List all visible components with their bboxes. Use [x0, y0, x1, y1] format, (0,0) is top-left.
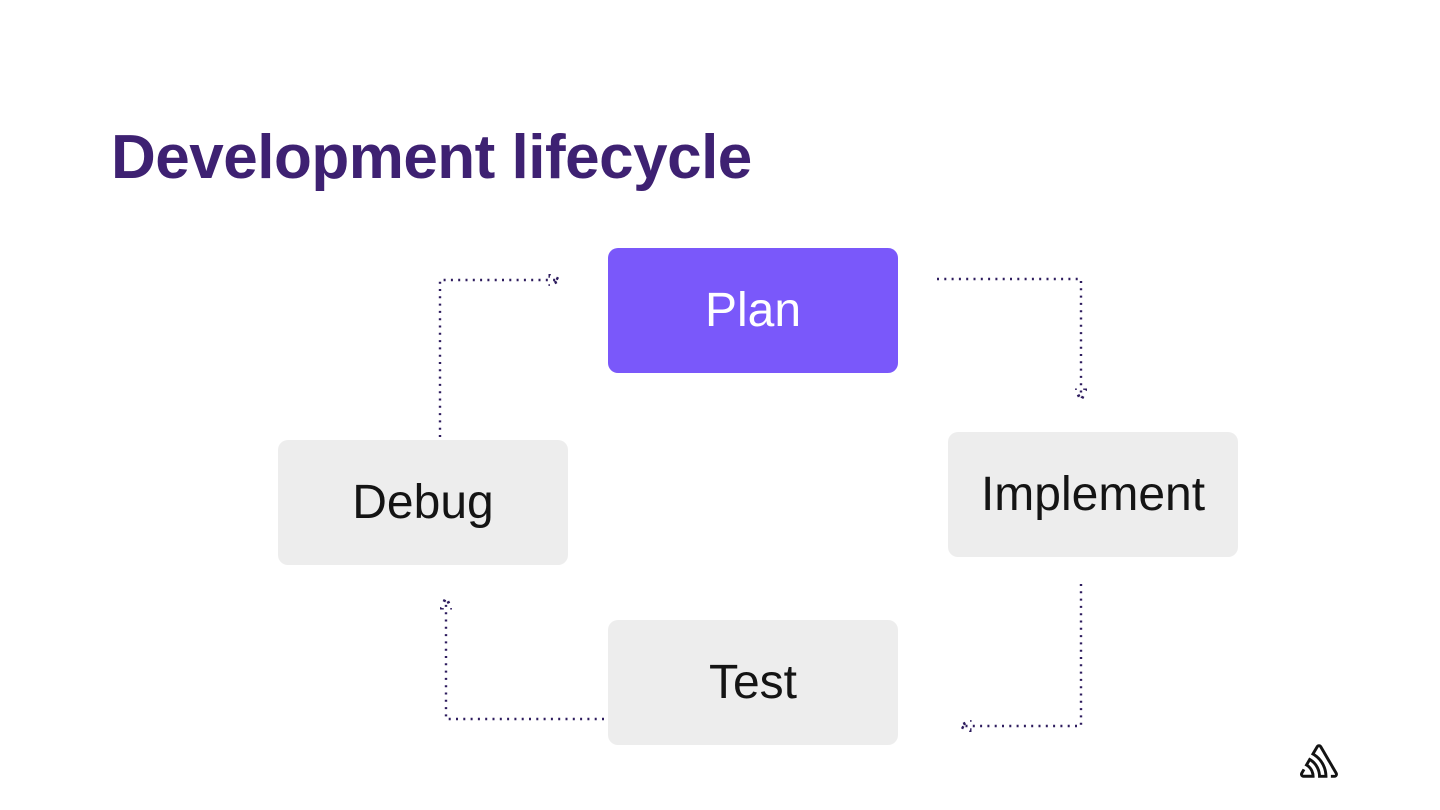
arrow-test-to-debug [446, 600, 604, 721]
sentry-logo-icon [1300, 742, 1338, 780]
node-debug-label: Debug [352, 476, 494, 529]
node-implement-label: Implement [980, 468, 1206, 521]
arrow-implement-to-test [962, 584, 1083, 726]
node-test-label: Test [708, 656, 798, 709]
node-plan[interactable]: Plan [608, 248, 898, 373]
arrow-debug-to-plan [438, 280, 558, 437]
arrow-plan-to-implement [937, 277, 1081, 398]
node-plan-label: Plan [704, 284, 802, 337]
node-debug[interactable]: Debug [278, 440, 568, 565]
slide-title: Development lifecycle [111, 123, 752, 192]
node-implement[interactable]: Implement [948, 432, 1238, 557]
node-test[interactable]: Test [608, 620, 898, 745]
